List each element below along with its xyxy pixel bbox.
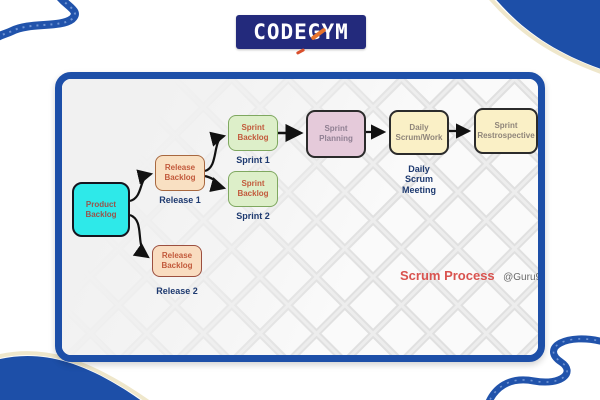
diagram-panel: Product Backlog Release Backlog Release … [55, 72, 545, 362]
wave-top-right [489, 0, 600, 74]
caption-sprint-2: Sprint 2 [236, 211, 270, 221]
codegym-logo: CODEGYM [236, 15, 366, 49]
node-sprint-backlog-2: Sprint Backlog [228, 171, 278, 207]
node-product-backlog: Product Backlog [72, 182, 130, 237]
rope-top-left [0, 0, 79, 41]
watermark-title: Scrum Process [400, 268, 495, 283]
node-daily-scrum-work: Daily Scrum/Work [389, 110, 449, 155]
caption-daily-scrum-meeting: Daily Scrum Meeting [401, 164, 436, 195]
watermark: Scrum Process @Guru99 [400, 267, 545, 285]
edge-product-to-release2 [129, 213, 150, 259]
rope-bottom-right [486, 335, 600, 400]
caption-sprint-1: Sprint 1 [236, 155, 270, 165]
node-release-backlog-1: Release Backlog [155, 155, 205, 191]
edge-release1-to-sprint1 [204, 131, 227, 173]
node-sprint-retrospective: Sprint Restrospective [474, 108, 538, 154]
edge-product-to-release1 [129, 169, 154, 203]
watermark-credit: @Guru99 [503, 272, 545, 283]
node-sprint-backlog-1: Sprint Backlog [228, 115, 278, 151]
node-release-backlog-2: Release Backlog [152, 245, 202, 277]
caption-release-1: Release 1 [159, 195, 201, 205]
edge-release1-to-sprint2 [204, 174, 227, 192]
node-sprint-planning: Sprint Planning [306, 110, 366, 158]
diagram-canvas: Product Backlog Release Backlog Release … [62, 79, 538, 355]
logo-text: CODEGYM [253, 20, 349, 44]
flow-arrows [129, 123, 472, 259]
caption-release-2: Release 2 [156, 286, 198, 296]
